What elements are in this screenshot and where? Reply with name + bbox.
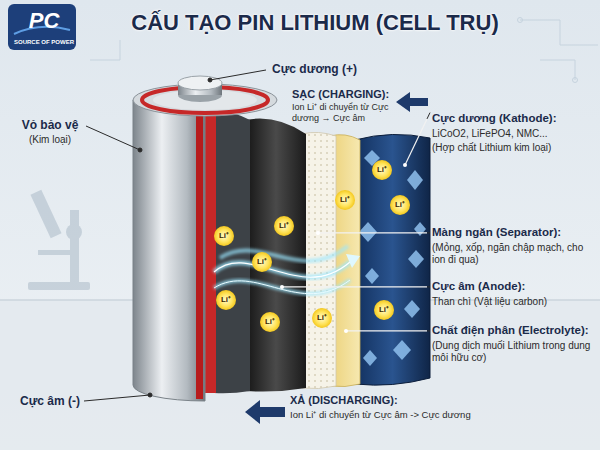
ion-label: Li⁺ bbox=[260, 312, 280, 332]
part-note: (Mỏng, xốp, ngăn chập mạch, cho ion đi q… bbox=[432, 242, 596, 266]
ion-label: Li⁺ bbox=[335, 190, 355, 210]
leader-lines bbox=[84, 70, 266, 401]
process-heading: XẢ (DISCHARGING): bbox=[290, 394, 398, 407]
ion-label: Li⁺ bbox=[252, 252, 272, 272]
metal-case bbox=[133, 100, 205, 401]
logo-slogan: SOURCE OF POWER bbox=[9, 39, 79, 46]
flow-arrowhead bbox=[346, 254, 360, 268]
part-label: Cực âm (Anode): bbox=[432, 280, 596, 294]
part-note: LiCoO2, LiFePO4, NMC... bbox=[432, 128, 596, 140]
callout-group: Cực âm (Anode): Than chì (Vật liệu carbon… bbox=[432, 280, 596, 308]
leader-dot bbox=[316, 231, 320, 235]
microscope-icon bbox=[28, 190, 90, 290]
process-heading: SẠC (CHARGING): bbox=[292, 88, 392, 101]
charge-arrow bbox=[396, 92, 428, 112]
leader-line-outside bbox=[427, 113, 430, 119]
leader-dot bbox=[403, 163, 407, 167]
ion-label: Li⁺ bbox=[390, 195, 410, 215]
part-note: (Kim loại) bbox=[8, 134, 92, 146]
part-label: Cực dương (+) bbox=[272, 62, 357, 76]
inner-liner bbox=[205, 112, 216, 393]
ion-label: Li⁺ bbox=[214, 226, 234, 246]
leader-line bbox=[318, 232, 427, 233]
case-liner bbox=[196, 110, 203, 399]
leader-line bbox=[282, 286, 427, 287]
part-note: (Hợp chất Lithium kim loại) bbox=[432, 142, 596, 154]
ion-label: Li⁺ bbox=[312, 308, 332, 328]
leader-line-outside bbox=[427, 330, 430, 331]
ion-label: Li⁺ bbox=[216, 290, 236, 310]
ion-label: Li⁺ bbox=[372, 160, 392, 180]
leader-line bbox=[346, 330, 427, 331]
callout-group: Chất điện phân (Electrolyte): (Dung dịch … bbox=[432, 324, 596, 364]
process-note: Ion Li⁺ di chuyển từ Cực dương → Cực âm bbox=[292, 102, 392, 124]
part-label: Chất điện phân (Electrolyte): bbox=[432, 324, 596, 338]
part-label: Màng ngăn (Separator): bbox=[432, 226, 596, 240]
leader-line bbox=[405, 119, 427, 165]
ion-label: Li⁺ bbox=[374, 300, 394, 320]
process-note: Ion Li⁺ di chuyển từ Cực âm -> Cực dương bbox=[290, 409, 471, 420]
logo-mark: PC bbox=[12, 8, 76, 34]
part-label: Vỏ bảo vệ bbox=[8, 118, 92, 132]
part-label: Cực âm (-) bbox=[14, 394, 86, 408]
leader-line-outside bbox=[427, 286, 430, 287]
callout-group: Cực dương (Kathode): LiCoO2, LiFePO4, NMC… bbox=[432, 112, 596, 154]
callout-group: Màng ngăn (Separator): (Mỏng, xốp, ngăn c… bbox=[432, 226, 596, 266]
cathode-crystals bbox=[359, 150, 426, 366]
cathode-layer bbox=[355, 134, 430, 385]
discharge-arrow bbox=[245, 400, 285, 424]
part-label: Cực dương (Kathode): bbox=[432, 112, 596, 126]
part-note: Than chì (Vật liệu carbon) bbox=[432, 296, 596, 308]
leader-dot bbox=[344, 329, 348, 333]
part-note: (Dung dịch muối Lithium trong dung môi h… bbox=[432, 340, 596, 364]
leader-dot bbox=[280, 285, 284, 289]
ion-label: Li⁺ bbox=[274, 216, 294, 236]
page-title: CẤU TẠO PIN LITHIUM (CELL TRỤ) bbox=[92, 10, 538, 36]
leader-line-outside bbox=[427, 232, 430, 233]
